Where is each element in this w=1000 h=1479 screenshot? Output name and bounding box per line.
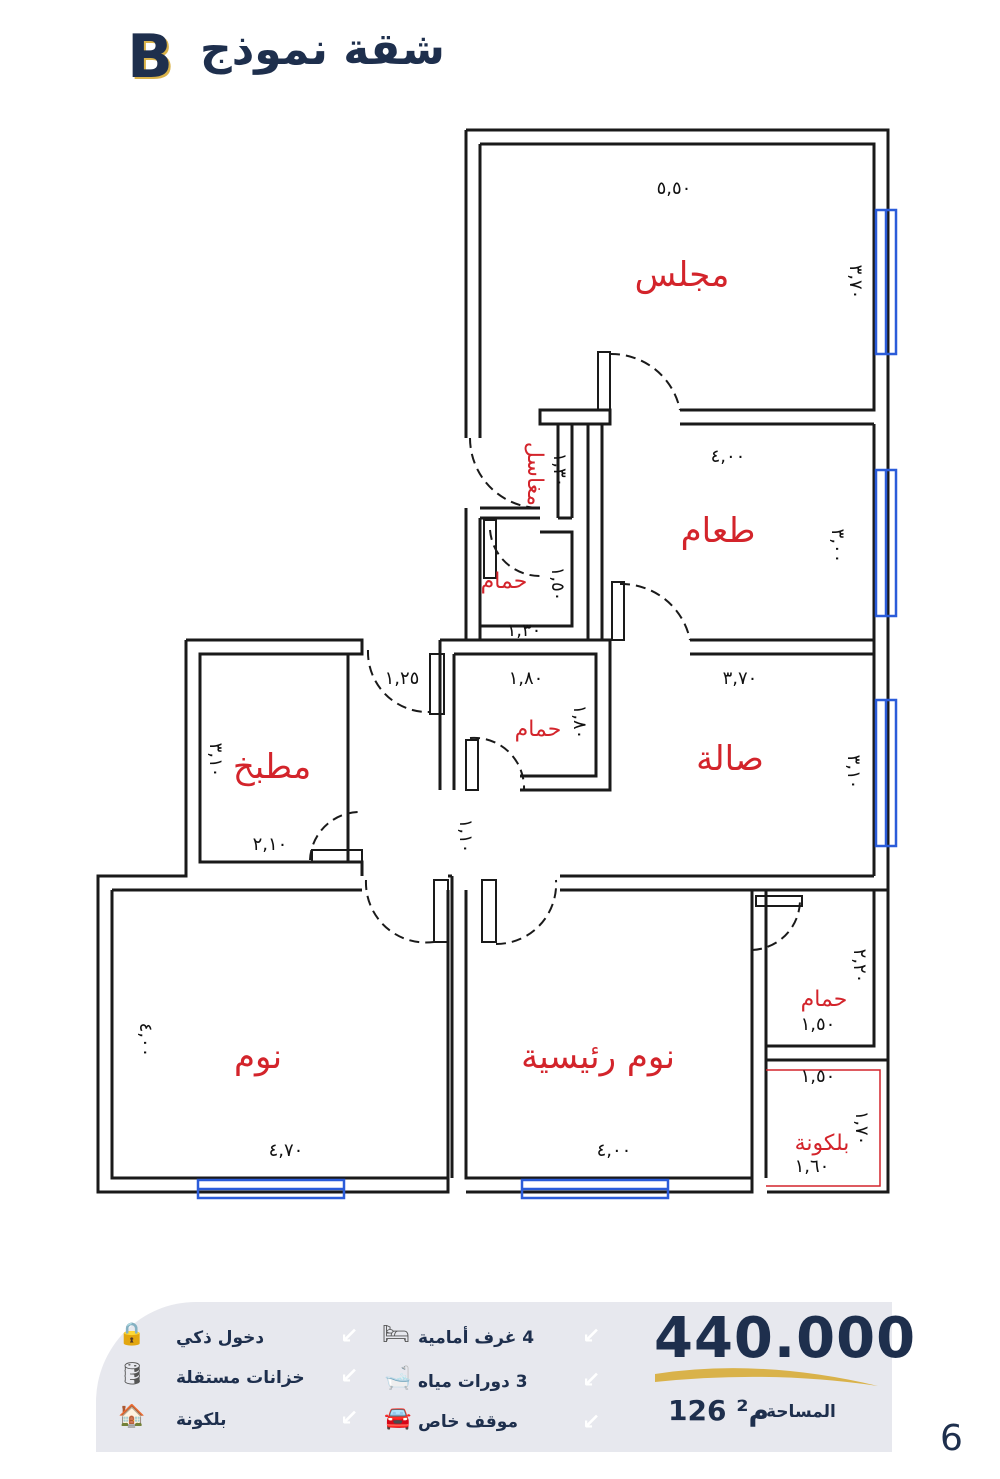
smart-lock-icon: 🔒 — [118, 1322, 146, 1347]
room-label-washbasin: مغاسل — [522, 442, 547, 506]
bathtub-icon: 🛁 — [384, 1366, 412, 1391]
arrow-icon: ↙ — [340, 1364, 359, 1389]
dim-master-width: ٤,٠٠ — [597, 1140, 632, 1161]
dim-corridor-width: ١,١٠ — [455, 819, 476, 854]
dim-bath-center-width: ١,٨٠ — [509, 668, 544, 689]
dim-bath-upper-width: ١,٣٠ — [507, 620, 542, 641]
dim-kitchen-depth: ٣,١٠ — [205, 743, 226, 778]
room-label-master: نوم رئيسية — [521, 1037, 675, 1077]
area-value: م² 126 — [668, 1394, 769, 1427]
room-label-dining: طعام — [681, 511, 756, 551]
feature-front-rooms: 4 غرف أمامية — [418, 1328, 535, 1348]
room-label-kitchen: مطبخ — [233, 747, 311, 787]
feature-balcony: بلكونة — [176, 1410, 227, 1430]
dim-hall-depth: ٣,١٠ — [843, 755, 864, 790]
dim-bedroom-width: ٤,٧٠ — [269, 1140, 304, 1161]
room-label-hall: صالة — [696, 739, 764, 779]
feature-parking: موقف خاص — [418, 1412, 518, 1432]
area-number: 126 — [668, 1394, 727, 1427]
dim-balcony-depth: ١,٧٠ — [851, 1111, 872, 1146]
dim-balcony-width: ١,٥٠ — [801, 1066, 836, 1087]
room-label-bedroom: نوم — [234, 1037, 282, 1077]
balcony-icon: 🏠 — [118, 1404, 146, 1429]
model-letter: B — [127, 22, 173, 92]
feature-water-tanks: خزانات مستقلة — [176, 1368, 305, 1388]
floor-plan: مجلس ٥,٥٠ ٣,٧٠ طعام ٤,٠٠ ٣,٠٠ صالة ٣,٧٠ … — [96, 128, 898, 1200]
car-icon: 🚘 — [384, 1406, 412, 1431]
dim-hall-width: ٣,٧٠ — [723, 668, 758, 689]
dim-dining-depth: ٣,٠٠ — [827, 529, 848, 564]
price-swoosh — [655, 1368, 878, 1386]
room-label-balcony: بلكونة — [795, 1131, 850, 1156]
dim-washbasin: ١,٣٠ — [549, 453, 570, 488]
arrow-icon: ↙ — [340, 1324, 359, 1349]
dim-majlis-width: ٥,٥٠ — [657, 178, 692, 199]
arrow-icon: ↙ — [582, 1324, 601, 1349]
feature-smart-entry: دخول ذكي — [176, 1328, 265, 1348]
page-title: شقة نموذج — [200, 24, 445, 75]
arrow-icon: ↙ — [582, 1410, 601, 1435]
water-tank-icon: 🛢 — [118, 1362, 146, 1387]
arrow-icon: ↙ — [340, 1406, 359, 1431]
dim-balcony-inner: ١,٦٠ — [795, 1156, 830, 1177]
dim-bath-master-width: ١,٥٠ — [801, 1014, 836, 1035]
room-label-majlis: مجلس — [635, 255, 730, 295]
dim-kitchen-width: ٢,١٠ — [253, 834, 288, 855]
dim-corridor-door: ١,٢٥ — [385, 668, 420, 689]
area-unit: م² — [736, 1394, 769, 1427]
dim-bath-center-depth: ١,٨٠ — [569, 705, 590, 740]
price: 440.000 — [654, 1306, 917, 1371]
dim-bath-master-depth: ٢,٢٠ — [849, 949, 870, 984]
dim-bath-upper-depth: ١,٥٠ — [547, 567, 568, 602]
feature-bathrooms: 3 دورات مياه — [418, 1372, 528, 1392]
page-number: 6 — [940, 1418, 963, 1459]
dim-bedroom-depth: ٤,٠٠ — [135, 1023, 156, 1058]
room-label-bath-master: حمام — [801, 987, 848, 1012]
area-label: المساحة — [766, 1402, 836, 1422]
room-label-bath-center: حمام — [515, 717, 562, 742]
arrow-icon: ↙ — [582, 1368, 601, 1393]
dim-majlis-depth: ٣,٧٠ — [845, 265, 866, 300]
bed-icon: 🛏 — [382, 1322, 410, 1347]
room-label-bath-upper: حمام — [481, 569, 528, 594]
features-panel — [96, 1302, 892, 1452]
dim-dining-width: ٤,٠٠ — [711, 446, 746, 467]
